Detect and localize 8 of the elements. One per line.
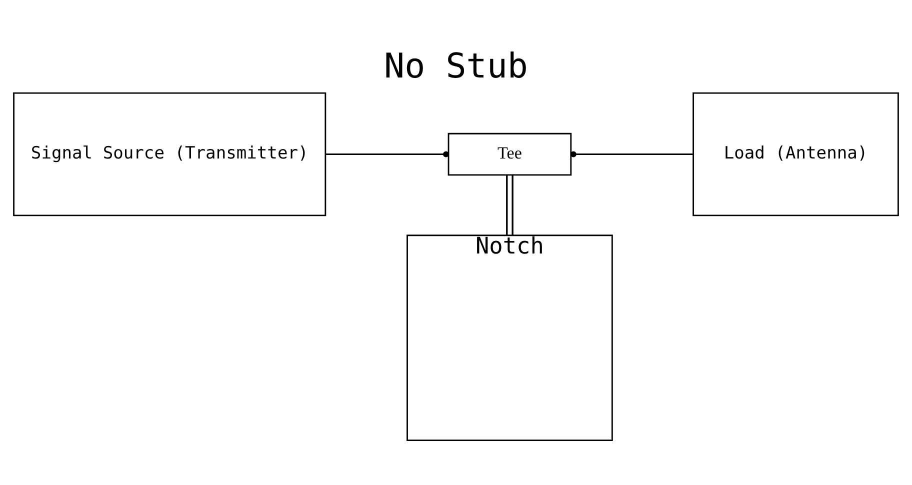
connector: [506, 175, 514, 236]
diagram-title: No Stub: [384, 46, 528, 87]
node-box: Load (Antenna): [692, 92, 899, 216]
node-box: Notch: [406, 234, 613, 442]
node-box: Signal Source (Transmitter): [13, 92, 326, 216]
node-box: Tee: [448, 132, 572, 176]
connector: [326, 151, 449, 158]
connector: [570, 151, 694, 158]
